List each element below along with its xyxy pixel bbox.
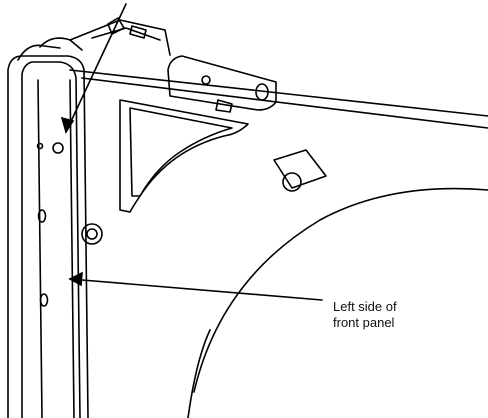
top-bracket [69, 19, 171, 56]
drum-opening-arc [193, 187, 488, 393]
panel-screw [52, 142, 64, 154]
callout-arrow-1-line [65, 3, 127, 133]
hinge-screw [215, 99, 233, 113]
rect-boss-button [282, 172, 302, 192]
top-bracket-inner [91, 27, 161, 41]
bracket-tab-2 [129, 25, 147, 39]
callout-arrow-2-head [68, 271, 83, 287]
callout-arrow-1-head [60, 116, 75, 134]
top-edge-inner [81, 77, 488, 129]
bracket-tab-1 [107, 17, 125, 35]
left-panel-outline [7, 55, 89, 418]
callout-label: Left side of front panel [333, 299, 397, 330]
panel-top-curve [17, 44, 61, 61]
rect-boss [273, 149, 327, 189]
top-edge [69, 69, 488, 117]
upper-hinge-plate [167, 55, 277, 111]
panel-slot-2 [39, 293, 49, 307]
panel-slot-1 [37, 209, 47, 223]
panel-grommet-outer [81, 223, 103, 245]
hinge-hole-2 [255, 83, 269, 101]
rib-cutout-inner [129, 107, 233, 197]
panel-grommet-inner [86, 228, 98, 240]
drum-opening-arc-lower [187, 329, 211, 418]
panel-inner-line-2 [69, 79, 75, 418]
left-panel-inner-outline [21, 61, 81, 418]
panel-top-curve-2 [39, 37, 83, 51]
hinge-hole-1 [201, 75, 211, 85]
callout-arrow-2-line [69, 278, 323, 301]
panel-hole-1 [36, 142, 44, 150]
panel-inner-line-1 [37, 79, 43, 418]
rib-cutout-outer [119, 99, 249, 213]
